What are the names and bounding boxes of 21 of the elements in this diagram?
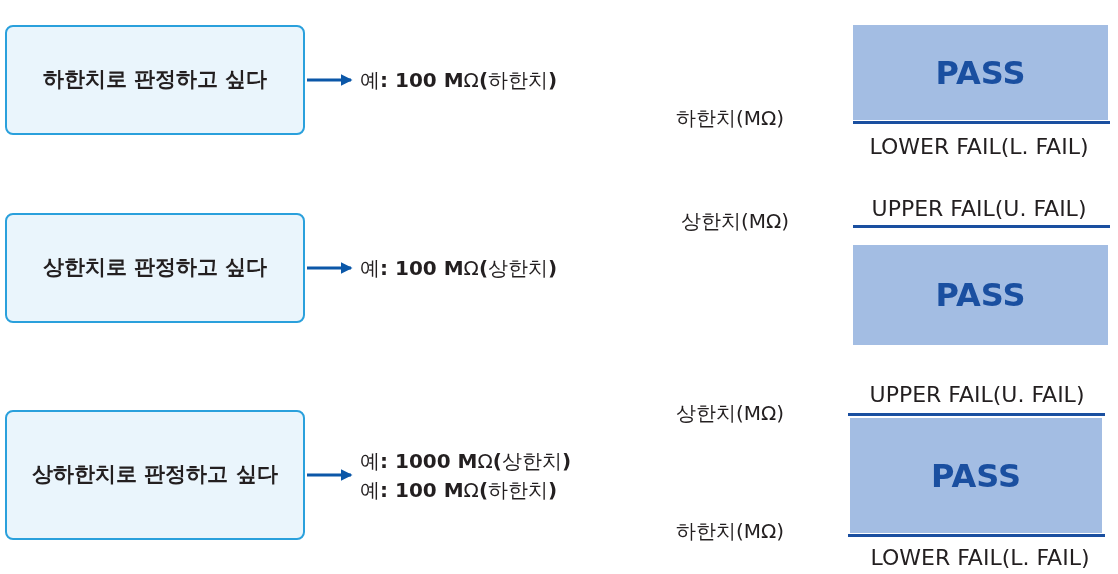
limit-label: 상한치(MΩ) <box>674 400 786 427</box>
limit-label: UPPER FAIL(U. FAIL) <box>868 381 1086 409</box>
pass-band: PASS <box>853 25 1108 120</box>
pass-band: PASS <box>850 418 1102 533</box>
arrow <box>307 469 353 481</box>
example-text: 예: 100 MΩ(하한치) <box>360 67 559 93</box>
limit-label: LOWER FAIL(L. FAIL) <box>868 133 1090 161</box>
pass-band: PASS <box>853 245 1108 345</box>
example-text: 예: 100 MΩ(하한치) <box>360 478 559 503</box>
process-box: 상하한치로 판정하고 싶다 <box>5 410 305 540</box>
process-box: 상한치로 판정하고 싶다 <box>5 213 305 323</box>
limit-label: 하한치(MΩ) <box>674 518 786 545</box>
example-text: 예: 1000 MΩ(상한치) <box>360 449 573 474</box>
process-box: 하한치로 판정하고 싶다 <box>5 25 305 135</box>
limit-label: UPPER FAIL(U. FAIL) <box>870 195 1088 223</box>
limit-label: 하한치(MΩ) <box>674 105 786 132</box>
arrow <box>307 74 353 86</box>
limit-label: 상한치(MΩ) <box>679 208 791 235</box>
arrow <box>307 262 353 274</box>
limit-label: LOWER FAIL(L. FAIL) <box>869 544 1091 572</box>
example-text: 예: 100 MΩ(상한치) <box>360 255 559 281</box>
